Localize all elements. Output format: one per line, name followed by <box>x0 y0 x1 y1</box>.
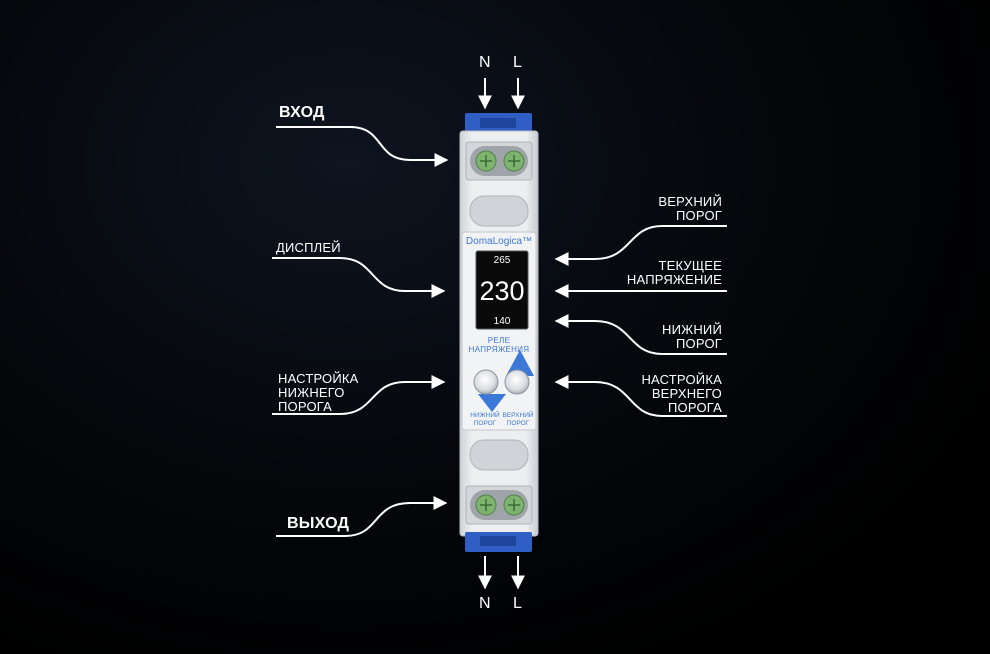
high-threshold-button <box>504 369 530 395</box>
display-lower-value: 140 <box>493 316 511 327</box>
label-display: ДИСПЛЕЙ <box>276 240 341 255</box>
terminal-arrows <box>478 78 525 590</box>
device-caption: РЕЛЕ НАПРЯЖЕНИЯ <box>468 336 530 354</box>
label-input: ВХОД <box>279 104 325 121</box>
voltage-relay-device <box>459 113 539 552</box>
display-main-value: 230 <box>479 276 525 306</box>
brand-logo: DomaLogica™ <box>465 236 533 247</box>
terminal-label-n-top: N <box>479 54 491 71</box>
lcd-display <box>475 250 529 330</box>
low-threshold-button <box>473 369 499 395</box>
terminal-label-l-bottom: L <box>513 595 522 612</box>
triangle-down-icon <box>478 394 506 412</box>
label-output: ВЫХОД <box>287 515 350 532</box>
terminal-label-l-top: L <box>513 54 522 71</box>
triangle-up-icon <box>506 350 534 376</box>
callout-lines <box>272 126 727 537</box>
display-upper-value: 265 <box>493 255 511 266</box>
terminal-label-n-bottom: N <box>479 595 491 612</box>
